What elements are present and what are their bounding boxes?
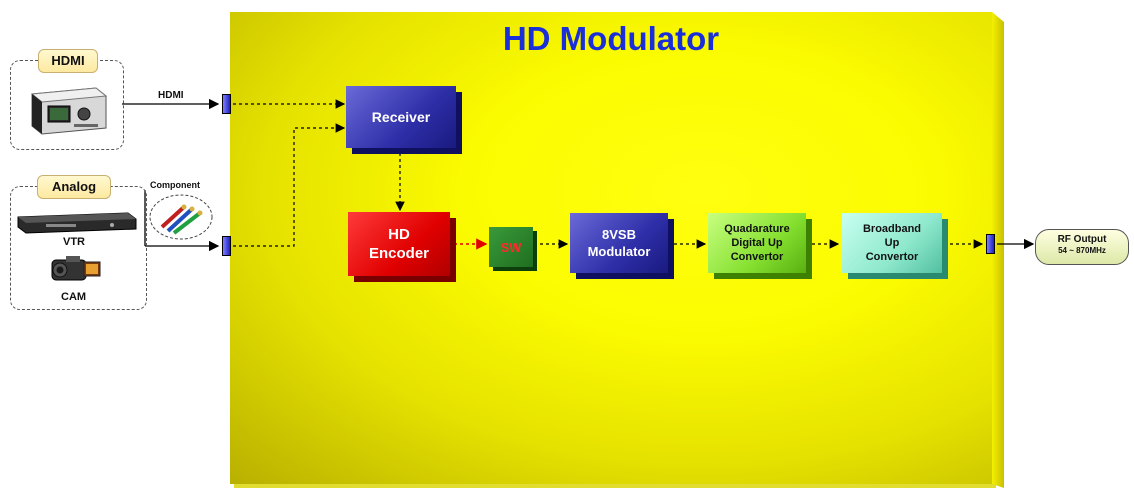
cam-label: CAM (61, 291, 87, 303)
analog-group-label: Analog (37, 175, 111, 199)
rf-output-range: 54 ~ 870MHz (1058, 246, 1106, 255)
panel-bevel (992, 12, 1004, 488)
hdmi-device-image (26, 80, 110, 138)
rf-output-label: RF Output (1057, 234, 1107, 245)
analog-port (222, 236, 231, 256)
receiver-block: Receiver (346, 86, 456, 148)
vtr-device-image (16, 207, 138, 235)
component-cable-icon (149, 194, 213, 240)
hdmi-group-label: HDMI (38, 49, 98, 73)
hdmi-device-icon (30, 87, 108, 135)
hdmi-line-label: HDMI (158, 90, 184, 101)
8vsb-modulator-block: 8VSB Modulator (570, 213, 668, 273)
analog-to-receiver (233, 123, 346, 247)
vtr-icon (17, 212, 137, 234)
rf-output-box: RF Output 54 ~ 870MHz (1035, 229, 1129, 265)
broadband-up-convertor-block: Broadband Up Convertor (842, 213, 942, 273)
hdmi-port (222, 94, 231, 114)
component-label: Component (150, 180, 200, 190)
sw-block: SW (489, 227, 533, 267)
hd-encoder-block: HD Encoder (348, 212, 450, 276)
cam-device-image (48, 252, 104, 286)
diagram-title: HD Modulator (502, 20, 720, 57)
rf-port (986, 234, 995, 254)
camcorder-icon (51, 256, 101, 281)
quadrature-up-convertor-block: Quadarature Digital Up Convertor (708, 213, 806, 273)
vtr-label: VTR (63, 236, 85, 248)
